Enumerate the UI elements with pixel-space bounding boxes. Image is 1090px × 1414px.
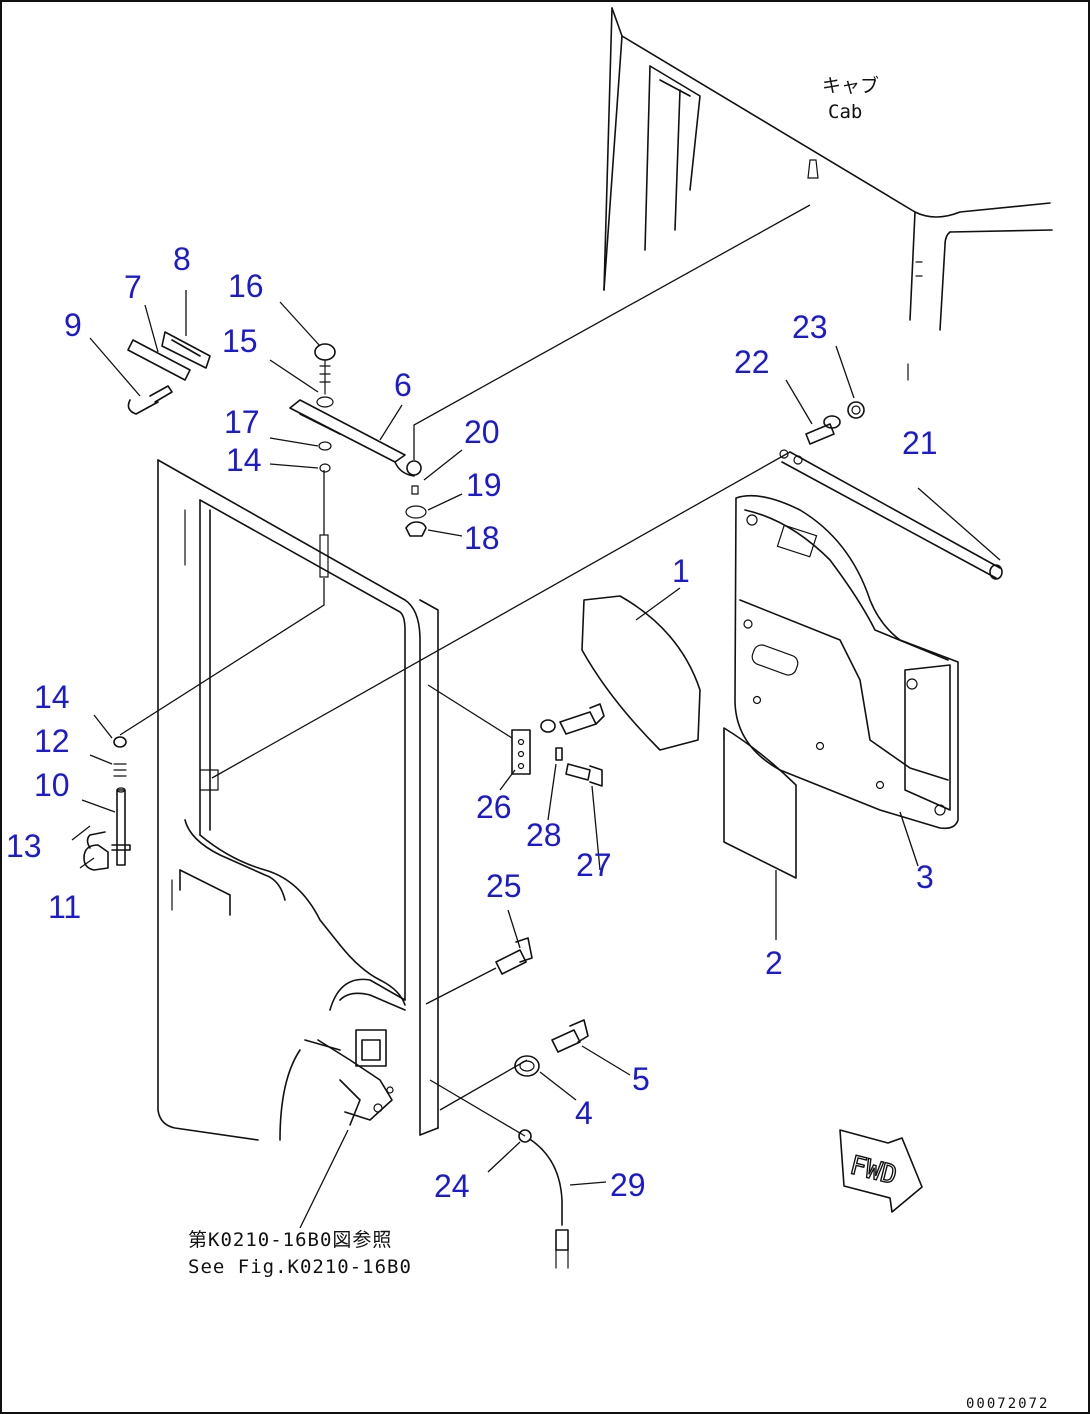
rod-assembly <box>779 401 1003 580</box>
cab-label: キャブ Cab <box>822 74 879 123</box>
callout-1: 1 <box>672 553 690 589</box>
bracket-parts <box>495 703 605 1269</box>
reference-note-ja: 第K0210-16B0図参照 <box>188 1229 392 1251</box>
reference-note-en: See Fig.K0210-16B0 <box>188 1256 412 1278</box>
callout-numbers: 1 2 3 4 5 6 7 8 9 10 11 12 13 14 14 15 1… <box>6 241 938 1204</box>
callout-14-left: 14 <box>34 679 70 715</box>
cab-label-ja: キャブ <box>822 74 879 97</box>
callout-14-top: 14 <box>226 442 262 478</box>
callout-29: 29 <box>610 1167 646 1203</box>
fwd-label: FWD <box>847 1151 900 1191</box>
glass-panel-1 <box>581 595 701 751</box>
stay-assembly <box>127 331 427 537</box>
callout-8: 8 <box>173 241 191 277</box>
callout-18: 18 <box>464 520 500 556</box>
callout-3: 3 <box>916 859 934 895</box>
callout-27: 27 <box>576 847 612 883</box>
callout-28: 28 <box>526 817 562 853</box>
callout-19: 19 <box>466 467 502 503</box>
reference-lines <box>119 204 811 1229</box>
callout-6: 6 <box>394 367 412 403</box>
door-panel-3 <box>734 494 959 830</box>
callout-24: 24 <box>434 1168 470 1204</box>
callout-leaders <box>71 290 1001 1186</box>
callout-23: 23 <box>792 309 828 345</box>
callout-21: 21 <box>902 425 938 461</box>
door-frame <box>157 459 439 1141</box>
callout-22: 22 <box>734 344 770 380</box>
callout-2: 2 <box>765 945 783 981</box>
fwd-arrow-icon: FWD <box>839 1129 923 1213</box>
figure-id: 00072072 <box>966 1396 1049 1412</box>
door-lock-assembly <box>279 978 406 1141</box>
callout-5: 5 <box>632 1061 650 1097</box>
cab-label-en: Cab <box>828 101 862 123</box>
callout-25: 25 <box>486 868 522 904</box>
glass-panel-2 <box>723 727 797 879</box>
callout-10: 10 <box>34 767 70 803</box>
callout-9: 9 <box>64 307 82 343</box>
cab-outline <box>603 7 1053 381</box>
reference-note: 第K0210-16B0図参照 See Fig.K0210-16B0 <box>188 1229 412 1278</box>
callout-15: 15 <box>222 323 258 359</box>
callout-20: 20 <box>464 414 500 450</box>
callout-16: 16 <box>228 268 264 304</box>
callout-26: 26 <box>476 789 512 825</box>
callout-17: 17 <box>224 404 260 440</box>
callout-13: 13 <box>6 828 42 864</box>
callout-4: 4 <box>575 1095 593 1131</box>
callout-7: 7 <box>124 269 142 305</box>
callout-11: 11 <box>48 889 81 925</box>
callout-12: 12 <box>34 723 70 759</box>
